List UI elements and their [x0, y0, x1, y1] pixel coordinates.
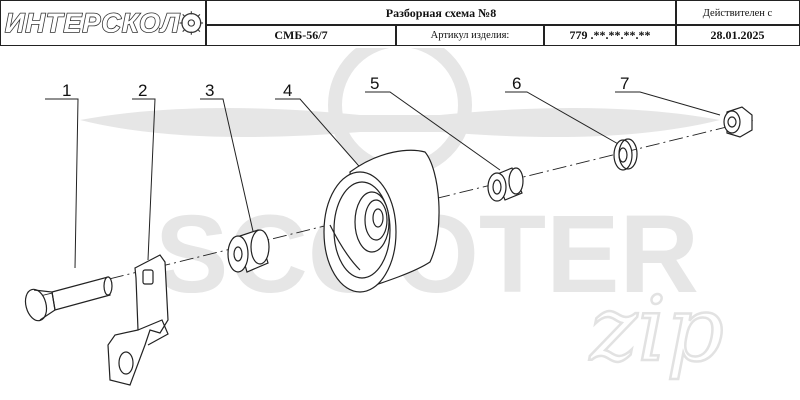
leader-5 [365, 91, 501, 171]
part-number-4: 4 [283, 81, 292, 100]
watermark-wing-shape [80, 108, 720, 137]
title-block: ИНТЕРСКОЛ Разборная схема №8 Действителе… [0, 0, 800, 48]
part-number-1: 1 [62, 81, 71, 100]
part-nut [723, 106, 753, 138]
part-flanged-bushing [487, 167, 524, 202]
leader-1 [45, 98, 79, 269]
part-bolt [24, 276, 113, 322]
brand-cell: ИНТЕРСКОЛ [0, 0, 207, 46]
part-number-6: 6 [512, 74, 521, 93]
leader-7 [615, 91, 721, 116]
leader-2 [132, 98, 156, 261]
exploded-view: SCOOTER zip 1 2 3 4 5 6 7 [24, 48, 756, 386]
part-spacer-bushing [227, 229, 270, 273]
part-number-7: 7 [620, 74, 629, 93]
part-number-2: 2 [138, 81, 147, 100]
part-number-3: 3 [205, 81, 214, 100]
article-label: Артикул изделия: [395, 24, 545, 46]
part-number-5: 5 [370, 74, 379, 93]
part-pulley-roller [323, 149, 440, 293]
valid-from-label: Действителен с [675, 0, 800, 26]
leader-3 [200, 98, 256, 241]
brand-name: ИНТЕРСКОЛ [4, 7, 181, 39]
valid-date: 28.01.2025 [675, 24, 800, 46]
leader-6 [505, 91, 621, 146]
watermark-zip-text: zip [589, 277, 724, 382]
model-name: СМБ-56/7 [205, 24, 397, 46]
part-washer [613, 138, 638, 171]
article-number: 779 .**.**.**.** [543, 24, 677, 46]
saw-blade-icon [179, 11, 204, 35]
brand-logo: ИНТЕРСКОЛ [4, 3, 205, 43]
part-bracket [107, 254, 169, 386]
scheme-title: Разборная схема №8 [205, 0, 677, 26]
leader-lines [45, 91, 721, 269]
leader-4 [275, 98, 381, 191]
